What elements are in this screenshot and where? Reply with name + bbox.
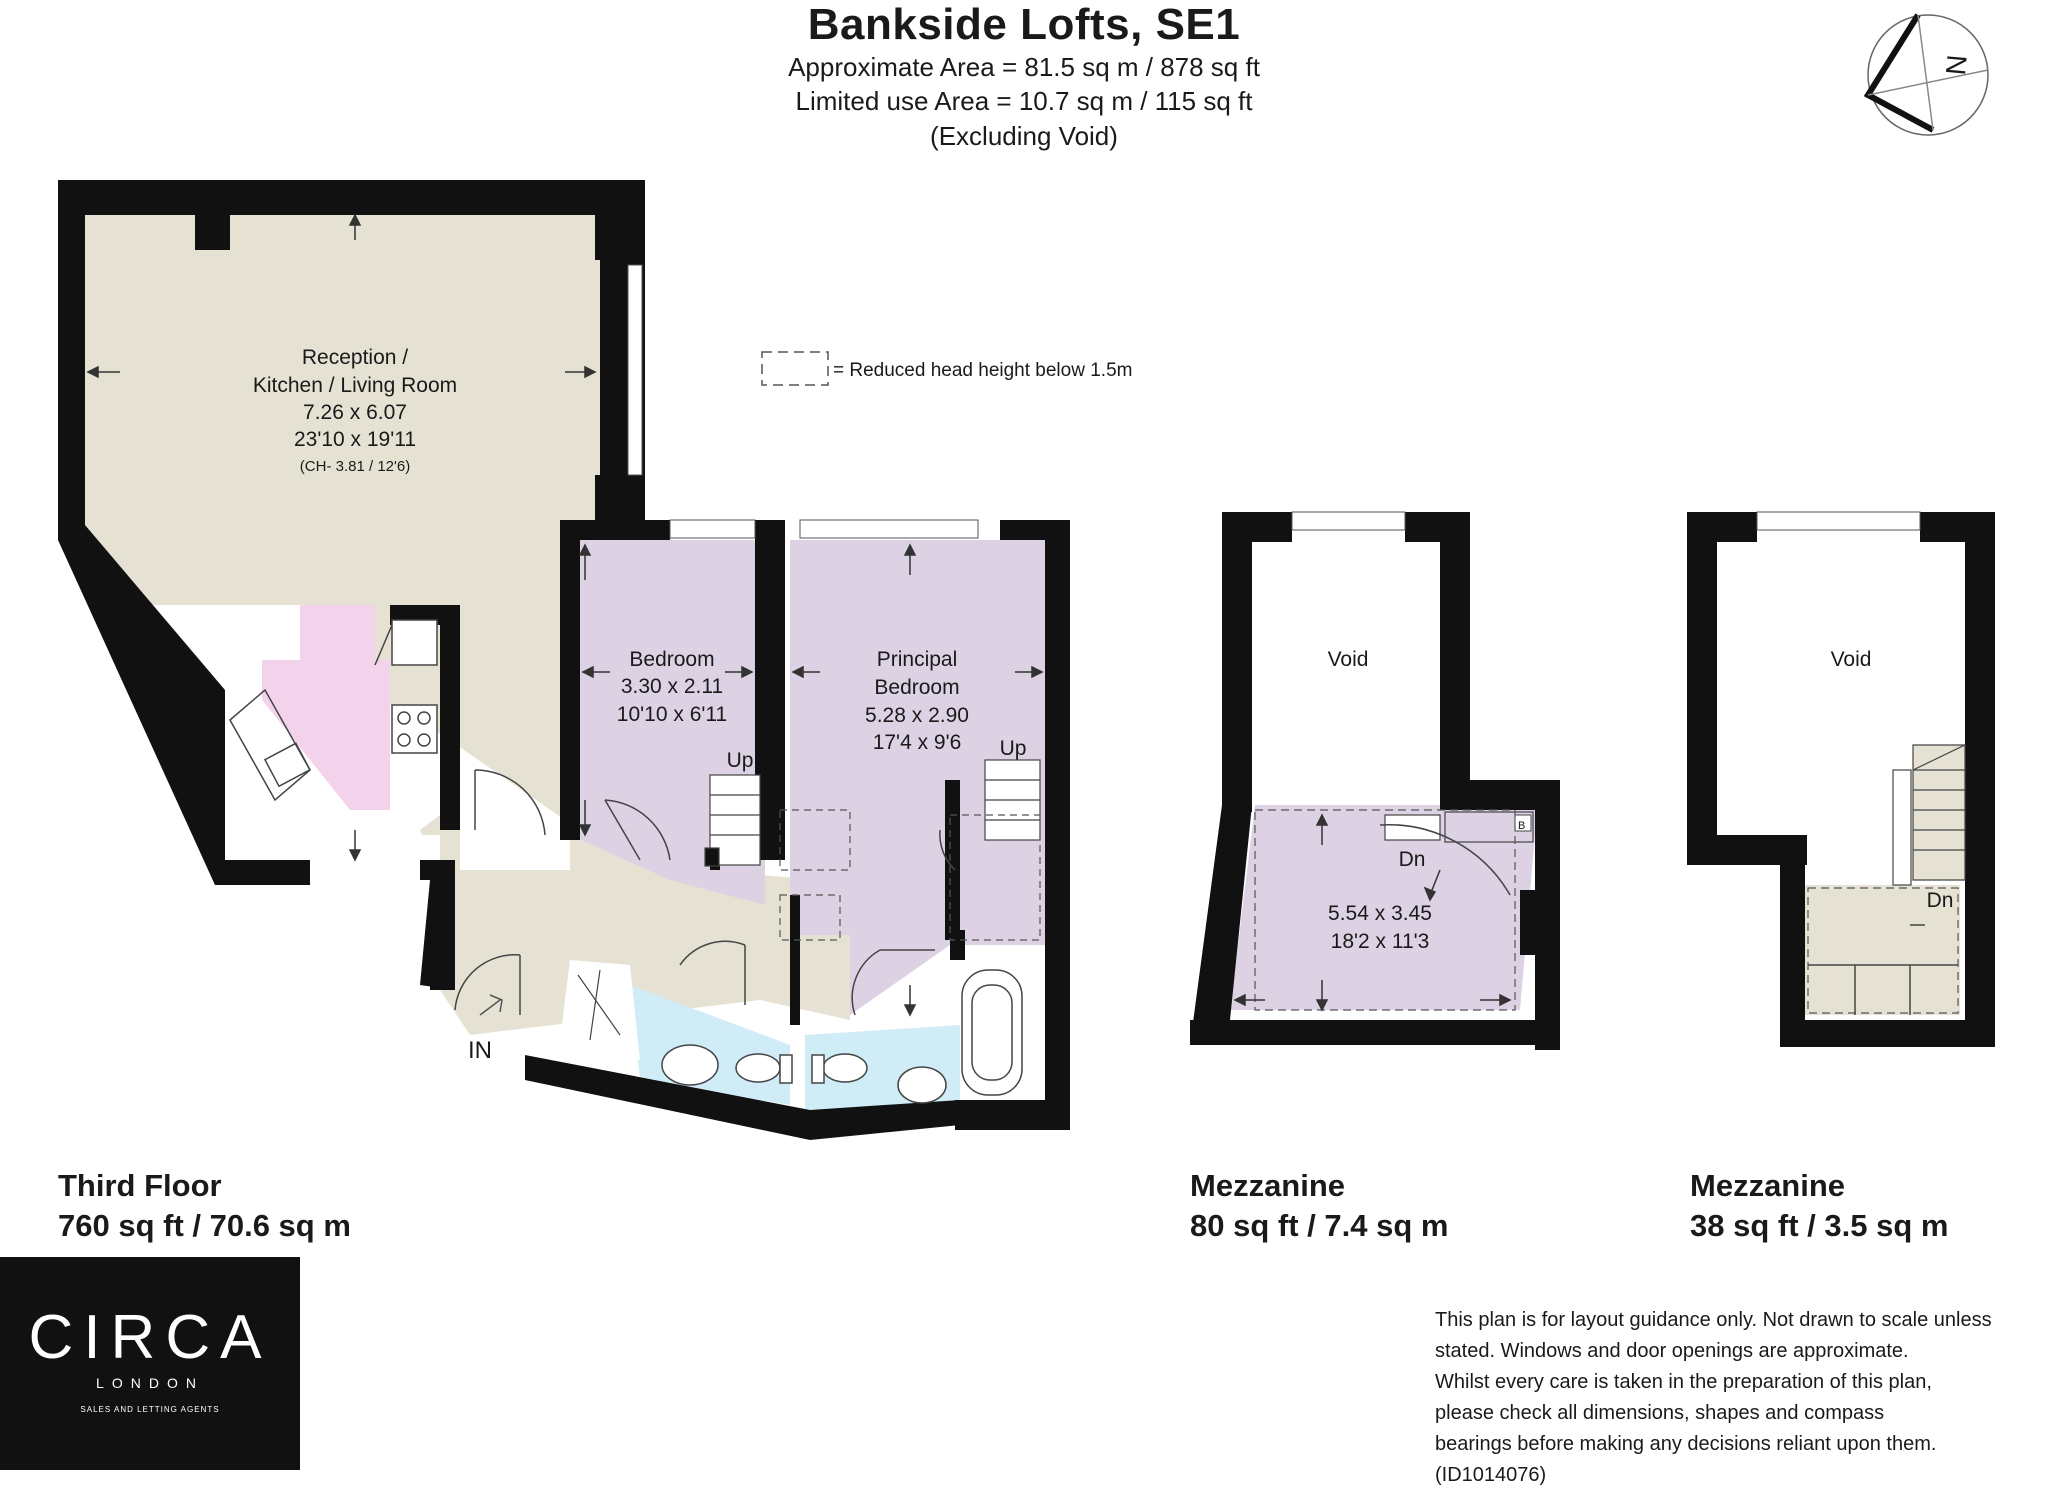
entrance-label: IN xyxy=(468,1037,492,1064)
shower-tray-icon xyxy=(577,969,621,1041)
mezzanine-2-walls xyxy=(1687,512,1995,1047)
disclaimer-line: stated. Windows and door openings are ap… xyxy=(1435,1340,1909,1362)
logo-tagline: SALES AND LETTING AGENTS xyxy=(80,1405,220,1414)
kitchen-sink-icon xyxy=(229,688,311,802)
mezzanine-1-floor xyxy=(1230,790,1550,1010)
bath-basin-icon xyxy=(897,1066,947,1104)
disclaimer-line: bearings before making any decisions rel… xyxy=(1435,1433,1937,1486)
mezzanine-1-metric: 5.54 x 3.45 xyxy=(1328,902,1432,925)
room-labels: Reception / Kitchen / Living Room 7.26 x… xyxy=(253,346,1954,1064)
mezzanine-1-reduced-height xyxy=(1254,809,1516,1011)
reduced-height-legend: = Reduced head height below 1.5m xyxy=(761,351,1132,386)
principal-bedroom-label-2: Bedroom xyxy=(874,676,959,699)
reception-ceiling-height: (CH- 3.81 / 12'6) xyxy=(300,458,410,475)
principal-bedroom-room xyxy=(785,540,1045,1015)
logo-wordmark: CIRCA xyxy=(28,1303,272,1372)
mezzanine-1-name: Mezzanine xyxy=(1190,1168,1345,1203)
mezzanine-1-imperial: 18'2 x 11'3 xyxy=(1331,930,1430,953)
principal-bedroom-metric: 5.28 x 2.90 xyxy=(865,704,969,727)
bedroom-label: Bedroom xyxy=(629,648,714,671)
bath-toilet-icon xyxy=(822,1053,868,1083)
legend-dashed-box xyxy=(761,351,829,386)
disclaimer: This plan is for layout guidance only. N… xyxy=(1435,1305,2035,1491)
mezzanine-1-arrows xyxy=(1233,813,1512,1012)
compass-n-label: N xyxy=(1940,54,1973,77)
mezzanine-2-name: Mezzanine xyxy=(1690,1168,1845,1203)
mezzanine-2-cupboards xyxy=(1808,924,1958,1015)
hob-icon xyxy=(391,704,438,754)
principal-bedroom-imperial: 17'4 x 9'6 xyxy=(873,731,962,754)
kitchen-worktop xyxy=(140,605,440,860)
reception-imperial: 23'10 x 19'11 xyxy=(294,428,416,451)
windows-third-floor xyxy=(627,264,979,539)
sanitaryware xyxy=(661,1044,947,1104)
kitchen-area xyxy=(262,605,390,810)
mezzanine-2-window xyxy=(1756,511,1921,531)
principal-up-label: Up xyxy=(1000,737,1027,760)
mezzanine-2-dn-label: Dn xyxy=(1927,889,1954,912)
mezzanine-2-floor xyxy=(1805,885,1960,1015)
bedroom-stairs xyxy=(704,774,761,867)
mezzanine-2-reduced-height xyxy=(1807,887,1959,1014)
disclaimer-line: This plan is for layout guidance only. N… xyxy=(1435,1309,1992,1331)
legend-text: = Reduced head height below 1.5m xyxy=(833,360,1132,381)
plan-title: Bankside Lofts, SE1 xyxy=(807,0,1241,49)
logo-city: LONDON xyxy=(96,1375,204,1391)
wardrobes xyxy=(779,809,1041,941)
reception-room xyxy=(85,205,850,1035)
mezzanine-2-stairs xyxy=(1892,744,1966,886)
approximate-area: Approximate Area = 81.5 sq m / 878 sq ft xyxy=(788,52,1260,82)
reception-label-1: Reception / xyxy=(302,346,408,369)
mezzanine-1-dn-label: Dn xyxy=(1399,848,1426,871)
dimension-arrows xyxy=(86,213,1044,1017)
principal-stairs xyxy=(984,759,1041,841)
mezzanine-1-area: 80 sq ft / 7.4 sq m xyxy=(1190,1208,1448,1243)
mezzanine-1-void-label: Void xyxy=(1328,648,1369,671)
bedroom-imperial: 10'10 x 6'11 xyxy=(617,703,727,726)
excluding-void-note: (Excluding Void) xyxy=(930,121,1118,151)
kitchen-cupboard xyxy=(374,619,438,666)
mezzanine-1-door-swing xyxy=(1379,823,1511,896)
mezzanine-2-area: 38 sq ft / 3.5 sq m xyxy=(1690,1208,1948,1243)
disclaimer-line: please check all dimensions, shapes and … xyxy=(1435,1402,1885,1424)
reception-metric: 7.26 x 6.07 xyxy=(303,401,407,424)
mezzanine-2-void-label: Void xyxy=(1831,648,1872,671)
limited-use-area: Limited use Area = 10.7 sq m / 115 sq ft xyxy=(795,86,1253,116)
bedroom-up-label: Up xyxy=(727,749,754,772)
shower-basin-icon xyxy=(661,1044,719,1086)
reception-label-2: Kitchen / Living Room xyxy=(253,374,457,397)
mezzanine-1-void xyxy=(1252,542,1440,805)
third-floor-walls xyxy=(58,180,1070,1140)
bath-icon xyxy=(961,969,1023,1096)
floor-captions: Third Floor 760 sq ft / 70.6 sq m Mezzan… xyxy=(58,1168,1948,1243)
boiler-label: B xyxy=(1518,820,1525,832)
door-swings xyxy=(454,769,956,1016)
third-floor-name: Third Floor xyxy=(58,1168,222,1203)
disclaimer-line: Whilst every care is taken in the prepar… xyxy=(1435,1371,1932,1393)
circa-london-logo: CIRCA LONDON SALES AND LETTING AGENTS xyxy=(0,1257,300,1470)
mezzanine-1-walls xyxy=(1190,512,1560,1050)
entrance-arrow-icon xyxy=(479,994,503,1016)
mezzanine-1-stairs xyxy=(1384,814,1441,841)
shower-white xyxy=(560,960,640,1060)
toilet-icon xyxy=(735,1053,781,1083)
bedroom-metric: 3.30 x 2.11 xyxy=(621,675,723,698)
principal-bedroom-label-1: Principal xyxy=(877,648,958,671)
mezzanine-1-window xyxy=(1291,511,1406,531)
third-floor-area: 760 sq ft / 70.6 sq m xyxy=(58,1208,351,1243)
compass-icon: N xyxy=(1863,13,1989,136)
